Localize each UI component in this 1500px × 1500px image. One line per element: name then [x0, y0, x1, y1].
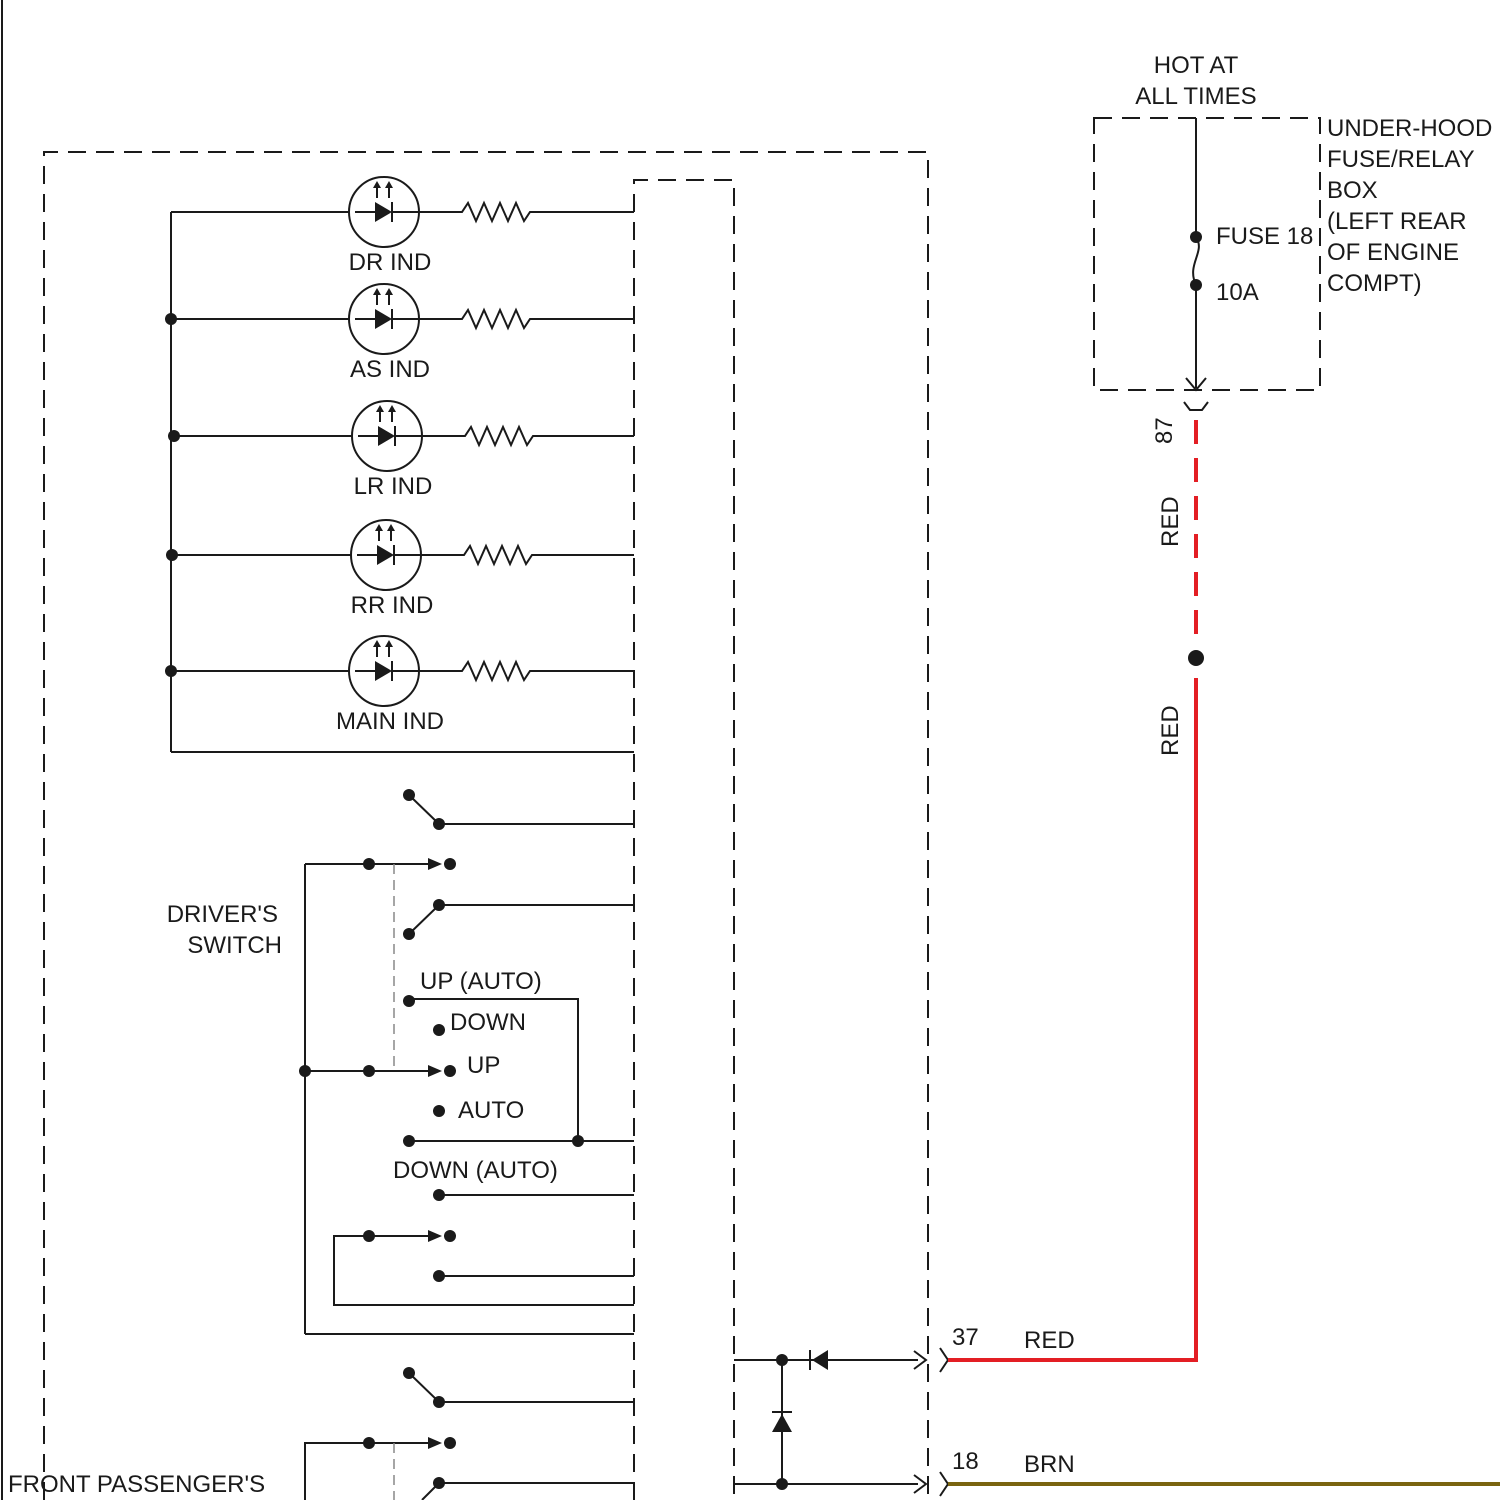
passenger-switch: FRONT PASSENGER'S — [8, 1367, 634, 1500]
hot-at-label: HOT AT — [1154, 52, 1239, 79]
indicator-lr: LR IND — [168, 401, 634, 500]
wire-label-upper: RED — [1157, 496, 1184, 547]
pin-number-18: 18 — [952, 1448, 979, 1475]
switch-blade — [409, 795, 439, 824]
diode-network — [734, 1350, 926, 1493]
inner-connector-outline — [634, 180, 734, 1500]
terminal-number: 87 — [1151, 417, 1178, 444]
resistor-icon — [419, 662, 634, 680]
arrow-right-icon — [428, 1230, 442, 1242]
resistor-icon — [421, 546, 634, 564]
indicator-label: MAIN IND — [336, 708, 444, 735]
indicator-as: AS IND — [165, 284, 634, 383]
position-auto: AUTO — [458, 1097, 524, 1124]
splice-point — [1188, 650, 1204, 666]
indicator-label: DR IND — [349, 249, 432, 276]
fuse-rating: 10A — [1216, 279, 1259, 306]
resistor-icon — [422, 427, 634, 445]
arrow-right-icon — [428, 858, 442, 870]
box-label-line: OF ENGINE — [1327, 239, 1459, 266]
passenger-switch-label: FRONT PASSENGER'S — [8, 1471, 265, 1498]
drivers-switch-label-1: DRIVER'S — [167, 901, 278, 928]
switch-blade — [409, 1373, 439, 1402]
diode-icon — [772, 1414, 792, 1432]
box-label-line: COMPT) — [1327, 270, 1422, 297]
fuse-label: FUSE 18 — [1216, 223, 1313, 250]
pin-number-37: 37 — [952, 1324, 979, 1351]
fuse-box-outline — [1094, 118, 1320, 390]
indicator-section: DR IND AS IND LR — [165, 177, 634, 752]
position-up-auto: UP (AUTO) — [420, 968, 542, 995]
arrow-right-icon — [428, 1437, 442, 1449]
indicator-main: MAIN IND — [165, 636, 634, 735]
indicator-label: LR IND — [354, 473, 433, 500]
switch-blade — [409, 905, 439, 934]
arrow-right-icon — [428, 1065, 442, 1077]
box-label-line: (LEFT REAR — [1327, 208, 1467, 235]
all-times-label: ALL TIMES — [1135, 83, 1256, 110]
indicator-label: AS IND — [350, 356, 430, 383]
drivers-switch: DRIVER'S SWITCH UP (AUTO) DOWN UP — [167, 789, 634, 1334]
wire-color-37: RED — [1024, 1327, 1075, 1354]
indicator-rr: RR IND — [166, 520, 634, 619]
indicator-dr: DR IND — [171, 177, 634, 276]
resistor-icon — [419, 203, 634, 221]
connector-37: 37 RED — [940, 1324, 1075, 1372]
drivers-switch-label-2: SWITCH — [187, 932, 282, 959]
box-label-line: BOX — [1327, 177, 1378, 204]
indicator-label: RR IND — [351, 592, 434, 619]
diode-icon — [812, 1350, 828, 1370]
wire-color-18: BRN — [1024, 1451, 1075, 1478]
connector-icon — [1184, 402, 1208, 410]
box-label-line: FUSE/RELAY — [1327, 146, 1475, 173]
position-down-auto: DOWN (AUTO) — [393, 1157, 558, 1184]
fuse-icon — [1193, 237, 1199, 285]
fuse-relay-box: HOT AT ALL TIMES FUSE 18 10A 87 UNDER-HO… — [1094, 52, 1492, 444]
connector-18: 18 BRN — [940, 1448, 1075, 1496]
wire-label-lower: RED — [1157, 705, 1184, 756]
box-label-line: UNDER-HOOD — [1327, 115, 1492, 142]
module-outline — [44, 152, 928, 1500]
resistor-icon — [419, 310, 634, 328]
position-up: UP — [467, 1052, 500, 1079]
position-down: DOWN — [450, 1009, 526, 1036]
red-wire — [948, 678, 1196, 1360]
